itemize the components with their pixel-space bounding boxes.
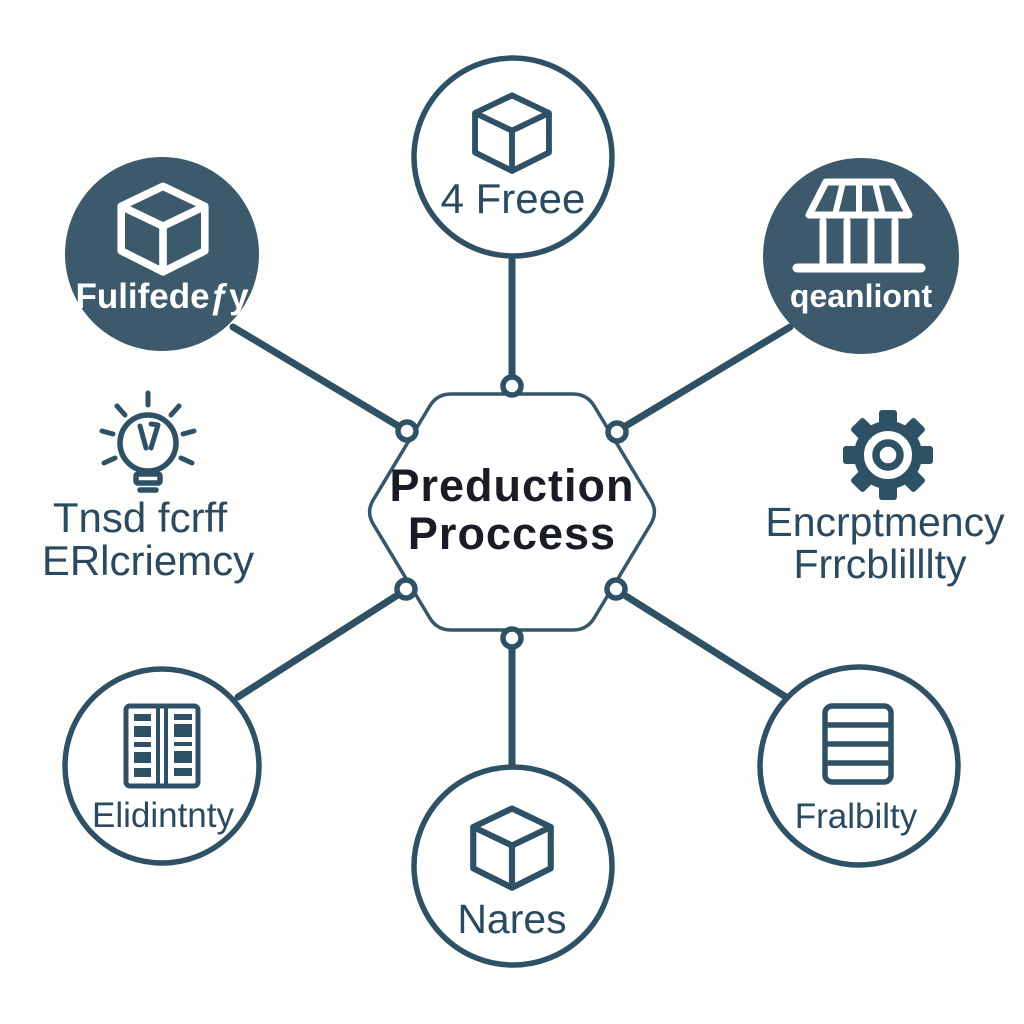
gear-icon	[843, 410, 933, 500]
node-bottom-left-circle	[62, 666, 262, 866]
junction-dot	[604, 577, 628, 601]
node-bottom: Nares	[411, 764, 615, 968]
connector-line	[615, 323, 794, 434]
center-title-line1: Preduction	[389, 460, 634, 511]
junction-dot	[500, 374, 524, 398]
connector-line	[614, 587, 790, 701]
node-bottom-right-circle	[757, 664, 961, 868]
node-bottom-right: Fralbilty	[757, 664, 961, 868]
node-top-label: 4 Freee	[441, 175, 586, 222]
node-bottom-label: Nares	[457, 896, 566, 942]
connector-line	[234, 587, 408, 701]
junction-dot	[395, 419, 419, 443]
storefront-icon	[792, 178, 926, 273]
node-top-right: qeanliont	[763, 158, 959, 354]
mid-right-label-line2: Frrcblilllty	[793, 541, 967, 587]
mid-right-label-line1: Encrptmency	[765, 499, 1005, 545]
node-bottom-left-label: Elidintnty	[92, 796, 235, 835]
cabinet-icon	[123, 703, 201, 789]
mid-left-label-line1: Tnsd fcrff	[53, 494, 228, 541]
node-bottom-left: Elidintnty	[62, 666, 262, 866]
node-top-left-label: Fulifedeƒy	[75, 277, 249, 316]
mid-left-label-line2: ERlcriemcy	[42, 537, 254, 584]
center-title-line2: Proccess	[408, 508, 616, 559]
group-mid-left: Tnsd fcrff ERlcriemcy	[42, 390, 254, 584]
node-top: 4 Freee	[411, 55, 615, 259]
junction-dot	[605, 420, 629, 444]
group-mid-right: Encrptmency Frrcblilllty	[765, 410, 1005, 587]
lightbulb-icon	[99, 390, 197, 493]
junction-dot	[500, 626, 524, 650]
center-hexagon	[367, 392, 657, 632]
node-bottom-right-label: Fralbilty	[795, 797, 918, 836]
node-top-right-label: qeanliont	[790, 278, 933, 314]
junction-dot	[394, 577, 418, 601]
node-top-left: Fulifedeƒy	[65, 157, 259, 351]
stack-icon	[822, 703, 894, 785]
connector-line	[229, 323, 409, 434]
